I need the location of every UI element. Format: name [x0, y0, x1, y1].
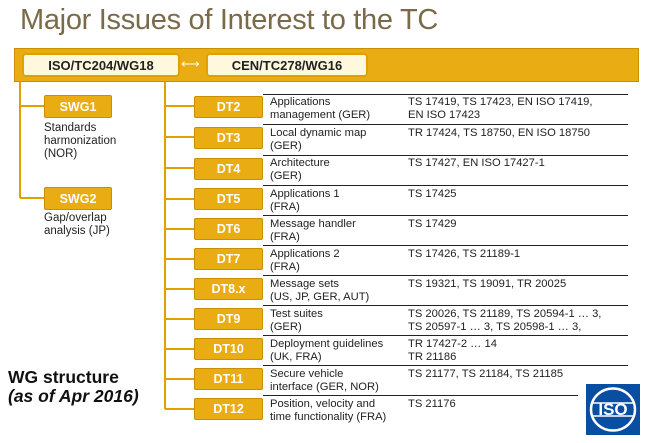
dt3-name: Local dynamic map(GER) — [270, 127, 367, 152]
dt4-name: Architecture(GER) — [270, 157, 330, 182]
iso-logo-text: ISO — [598, 400, 627, 419]
dt4-standards: TS 17427, EN ISO 17427-1 — [408, 157, 545, 169]
dt12-standards: TS 21176 — [408, 398, 456, 410]
dt9-box: DT9 — [194, 308, 263, 330]
dt2-box: DT2 — [194, 96, 263, 118]
row-divider — [263, 245, 628, 246]
row-divider — [263, 94, 628, 95]
dt11-standards: TS 21177, TS 21184, TS 21185 — [408, 368, 564, 380]
row-divider — [263, 395, 578, 396]
swg1-box: SWG1 — [44, 95, 112, 118]
row-divider — [263, 275, 628, 276]
cen-wg16-box: CEN/TC278/WG16 — [206, 53, 368, 77]
dt5-box: DT5 — [194, 188, 263, 210]
row-divider — [263, 124, 628, 125]
dt6-name: Message handler(FRA) — [270, 218, 356, 243]
row-divider — [263, 335, 628, 336]
iso-logo-icon: ISO — [589, 387, 637, 432]
row-divider — [263, 155, 628, 156]
row-divider — [263, 185, 628, 186]
dt8x-standards: TS 19321, TS 19091, TR 20025 — [408, 278, 567, 290]
dt5-name: Applications 1(FRA) — [270, 188, 340, 213]
dt10-name: Deployment guidelines(UK, FRA) — [270, 338, 384, 363]
dt9-standards: TS 20026, TS 21189, TS 20594-1 … 3,TS 20… — [408, 308, 602, 333]
wg18-box: ISO/TC204/WG18 — [22, 53, 180, 77]
dt6-standards: TS 17429 — [408, 218, 457, 230]
page-title: Major Issues of Interest to the TC — [20, 4, 439, 36]
dt6-box: DT6 — [194, 218, 263, 240]
dt12-box: DT12 — [194, 398, 263, 420]
row-divider — [263, 365, 628, 366]
wg-structure-caption: WG structure (as of Apr 2016) — [8, 367, 139, 406]
dt9-name: Test suites(GER) — [270, 308, 323, 333]
dt7-box: DT7 — [194, 248, 263, 270]
dt5-standards: TS 17425 — [408, 188, 457, 200]
iso-logo: ISO — [586, 384, 640, 435]
dt10-box: DT10 — [194, 338, 263, 360]
dt7-name: Applications 2(FRA) — [270, 248, 340, 273]
double-arrow-icon: ⟷ — [181, 56, 200, 71]
dt4-box: DT4 — [194, 158, 263, 180]
dt7-standards: TS 17426, TS 21189-1 — [408, 248, 521, 260]
dt8x-name: Message sets(US, JP, GER, AUT) — [270, 278, 370, 303]
dt8x-box: DT8.x — [194, 278, 263, 300]
swg2-box: SWG2 — [44, 187, 112, 210]
dt2-standards: TS 17419, TS 17423, EN ISO 17419,EN ISO … — [408, 96, 593, 121]
dt3-standards: TR 17424, TS 18750, EN ISO 18750 — [408, 127, 591, 139]
dt3-box: DT3 — [194, 127, 263, 149]
row-divider — [263, 305, 628, 306]
dt11-box: DT11 — [194, 368, 263, 390]
row-divider — [263, 215, 628, 216]
